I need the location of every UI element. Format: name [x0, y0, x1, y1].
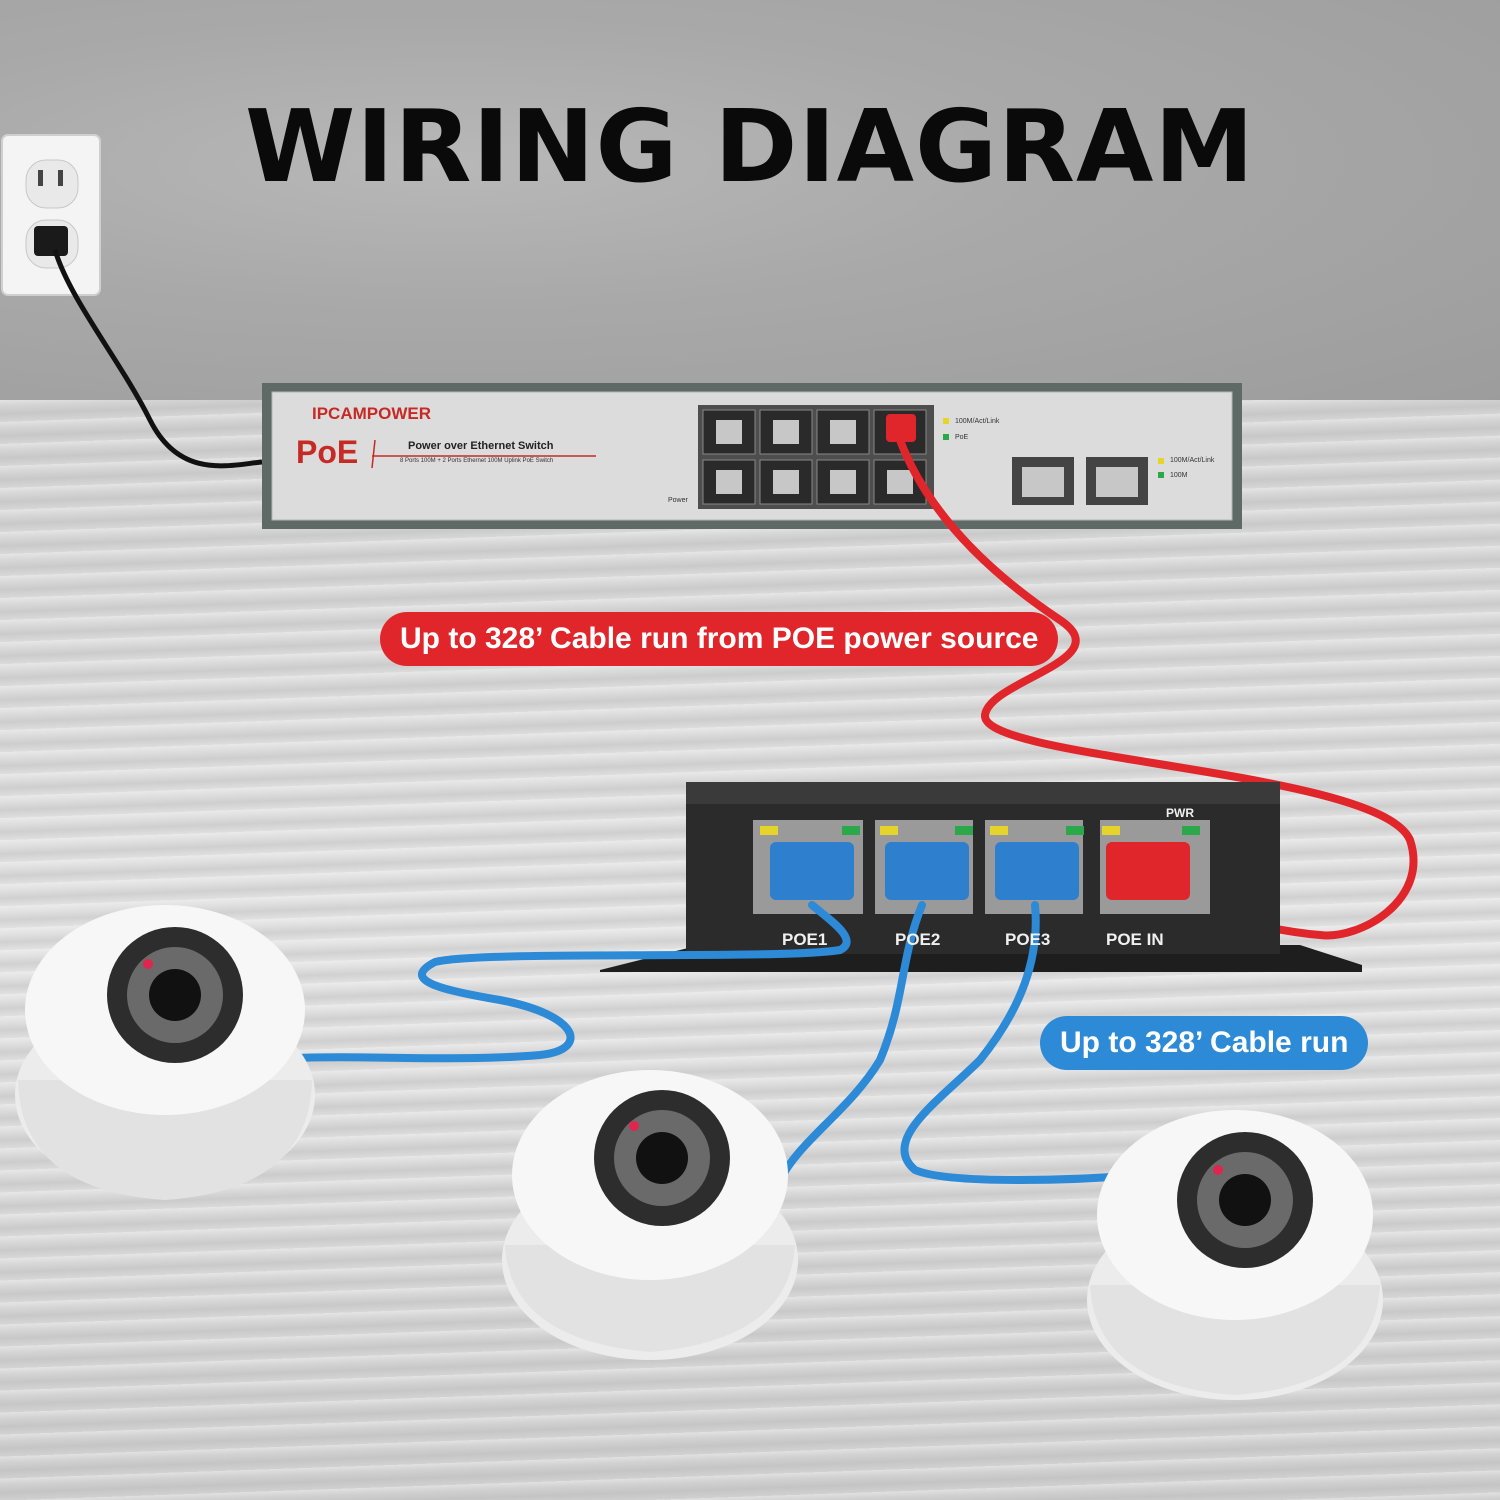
blue-cable-label: Up to 328’ Cable run — [1040, 1016, 1369, 1070]
page-title: WIRING DIAGRAM — [245, 88, 1255, 205]
blue-cable-2 — [776, 901, 926, 1184]
wall-outlet — [1, 134, 101, 296]
injector-port-label-4: POE IN — [1106, 930, 1164, 949]
dome-camera-1 — [15, 905, 315, 1200]
switch-brand: IPCAMPOWER — [312, 404, 431, 423]
red-cable — [896, 436, 1418, 940]
switch-power-label: Power — [668, 497, 688, 504]
dome-camera-2 — [502, 1070, 798, 1360]
blue-cable-3 — [900, 901, 1144, 1184]
red-cable-label: Up to 328’ Cable run from POE power sour… — [380, 612, 1059, 666]
led-legend-2: PoE — [955, 434, 969, 441]
switch-subtitle: 8 Ports 100M + 2 Ports Ethernet 100M Upl… — [400, 458, 554, 464]
blue-cable-1 — [296, 901, 851, 1063]
concrete-wall — [0, 0, 1500, 410]
dome-camera-3 — [1087, 1110, 1383, 1400]
led-legend-4: 100M — [1170, 472, 1188, 479]
switch-name: Power over Ethernet Switch — [408, 440, 554, 452]
poe-injector — [600, 782, 1362, 972]
poe-switch — [262, 383, 1242, 529]
injector-port-label-2: POE2 — [895, 930, 941, 949]
led-legend-1: 100M/Act/Link — [955, 418, 1000, 425]
injector-port-label-3: POE3 — [1005, 930, 1051, 949]
switch-poe-mark: PoE — [296, 434, 359, 470]
led-legend-3: 100M/Act/Link — [1170, 457, 1215, 464]
power-cord — [52, 249, 263, 469]
injector-pwr-label: PWR — [1166, 806, 1194, 820]
injector-port-label-1: POE1 — [782, 930, 828, 949]
